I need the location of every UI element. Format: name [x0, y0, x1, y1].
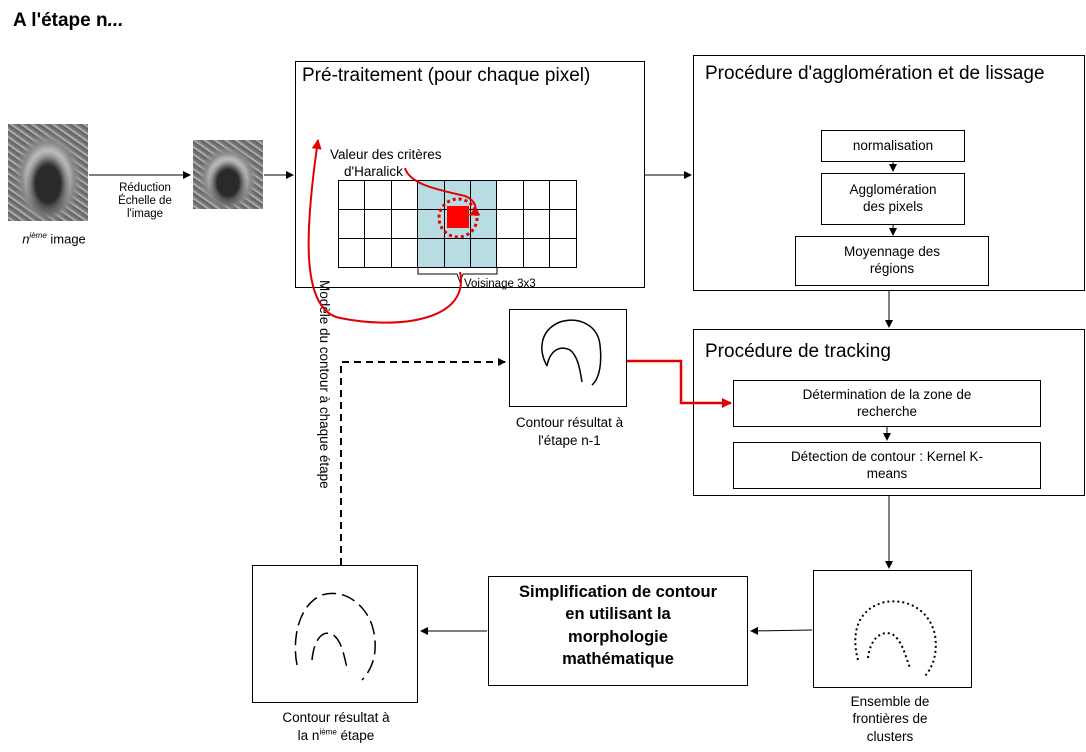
clusters-image: [813, 570, 972, 688]
red-loop-arrow: [307, 139, 462, 324]
reduction-label: Réduction Échelle de l'image: [118, 182, 172, 221]
title-suffix: ...: [107, 10, 124, 31]
nth-image-label: nième image: [22, 231, 86, 247]
simplification-text: Simplification de contour en utilisant l…: [518, 583, 717, 668]
final-contour-image: [252, 565, 418, 703]
red-dotted-circle: [437, 197, 479, 239]
grid-cell: [549, 238, 577, 268]
contour-detection-step: Détection de contour : Kernel K-means: [733, 442, 1041, 489]
page-title: A l'étape n...: [13, 10, 123, 32]
ultrasound-image-original: [8, 124, 88, 221]
haralick-label: Valeur des critères d'Haralick: [330, 147, 442, 179]
simplification-box: [488, 576, 748, 686]
normalisation-step: normalisation: [821, 130, 965, 162]
preprocessing-title: Pré-traitement (pour chaque pixel): [302, 65, 591, 86]
clusters-caption: Ensemble de frontières de clusters: [850, 694, 930, 744]
tracking-title: Procédure de tracking: [705, 341, 891, 362]
previous-contour-shape: [541, 319, 602, 386]
arrow-previous-to-search: [627, 359, 732, 408]
center-pixel: [447, 206, 469, 228]
neighborhood-brace: [417, 268, 498, 284]
title-prefix: A l'étape n: [13, 10, 108, 31]
final-contour-caption: Contour résultat à la nième étape: [282, 710, 390, 743]
red-haralick-arrow: [404, 167, 481, 216]
previous-contour-image: [509, 309, 627, 407]
arrow-model-dashed: [340, 358, 506, 565]
final-contour-shape: [294, 592, 376, 681]
clusters-shape: [854, 600, 937, 677]
agglomeration-title: Procédure d'agglomération et de lissage: [705, 63, 1045, 84]
neighborhood-label: Voisinage 3x3: [464, 278, 536, 290]
previous-contour-caption: Contour résultat à l'étape n-1: [515, 415, 624, 448]
arrow-clusters-to-simplification: [750, 626, 813, 635]
ultrasound-image-reduced: [193, 140, 263, 209]
